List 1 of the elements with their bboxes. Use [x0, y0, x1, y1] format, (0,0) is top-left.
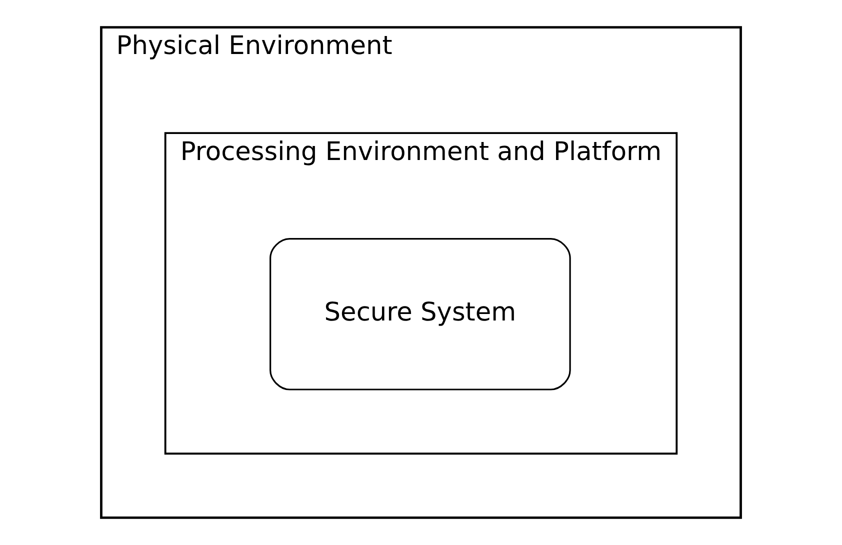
node-box: Secure System [270, 238, 571, 390]
